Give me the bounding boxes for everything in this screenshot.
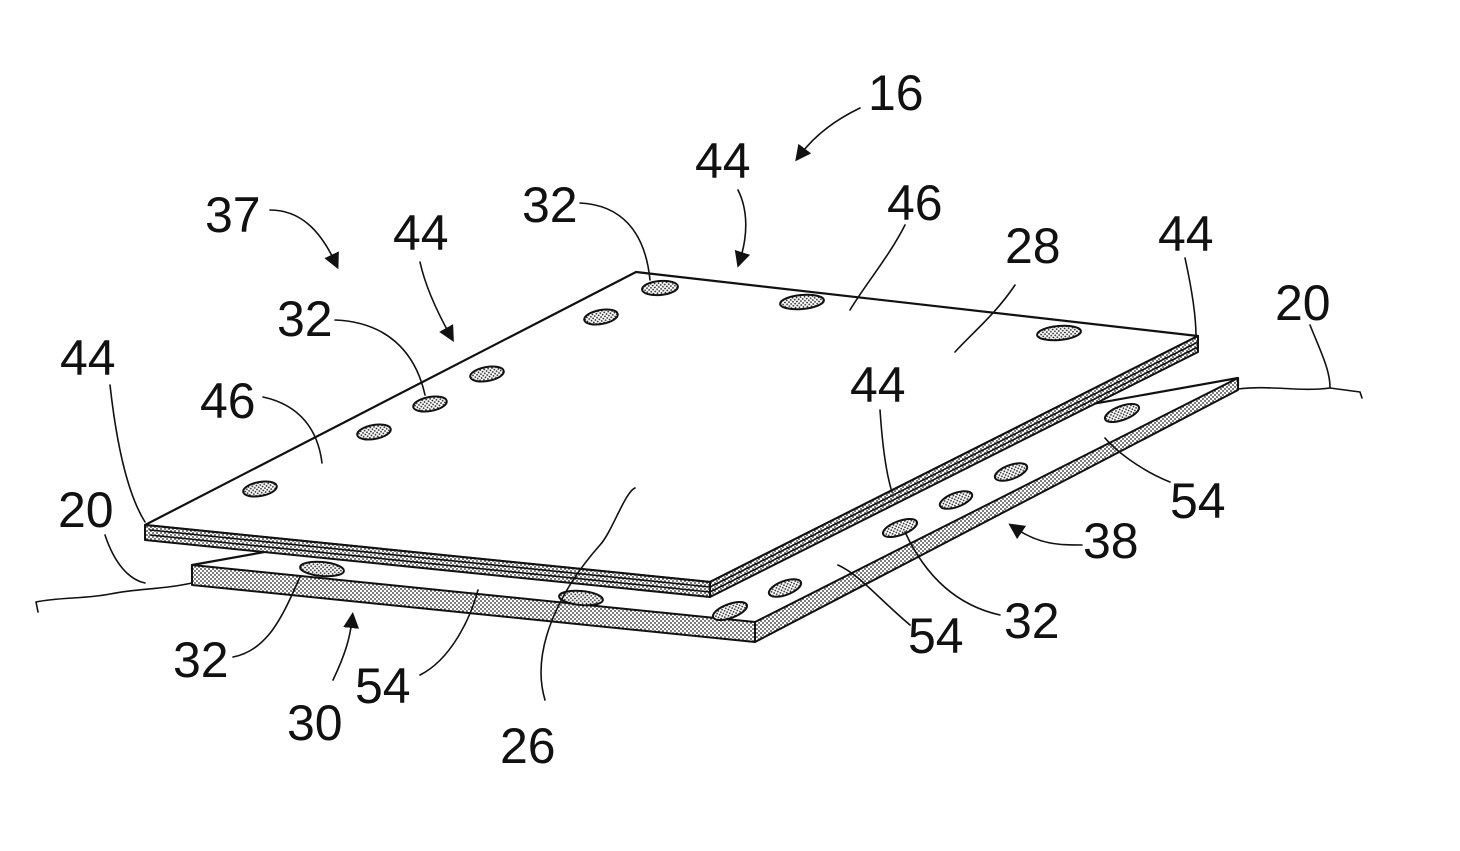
- label-54-right: 54: [1170, 473, 1226, 529]
- label-20-right: 20: [1275, 275, 1331, 331]
- label-28: 28: [1005, 218, 1061, 274]
- label-30: 30: [287, 695, 343, 751]
- label-44-front: 44: [850, 357, 906, 413]
- label-20-left: 20: [58, 482, 114, 538]
- label-16: 16: [868, 65, 924, 121]
- label-46-right: 46: [887, 175, 943, 231]
- label-46-left: 46: [200, 373, 256, 429]
- label-44-left: 44: [60, 330, 116, 386]
- label-44-right: 44: [1158, 206, 1214, 262]
- wire-right: [1238, 388, 1362, 398]
- wire-left: [36, 583, 192, 612]
- label-26: 26: [500, 718, 556, 774]
- label-54-bottom-left: 54: [355, 658, 411, 714]
- label-44-left-mid: 44: [393, 205, 449, 261]
- label-32-top: 32: [522, 177, 578, 233]
- label-32-left-mid: 32: [277, 291, 333, 347]
- label-32-bottom-right: 32: [1004, 593, 1060, 649]
- label-32-bottom-left: 32: [173, 632, 229, 688]
- label-37: 37: [205, 187, 261, 243]
- label-44-top: 44: [695, 133, 751, 189]
- label-54-bottom-right: 54: [908, 608, 964, 664]
- label-38: 38: [1083, 513, 1139, 569]
